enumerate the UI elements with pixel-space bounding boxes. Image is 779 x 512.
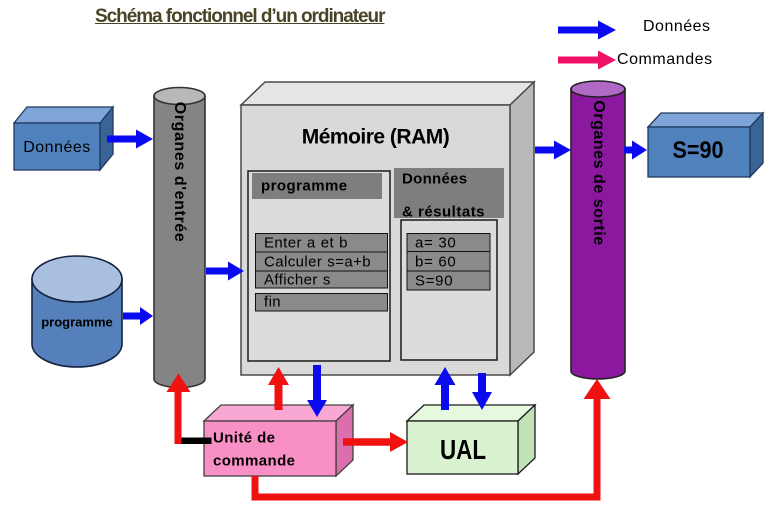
output-organ-label: Organes de sortie [590,100,607,246]
arrow-data-to-input-organ [107,129,153,149]
result-row-3: S=90 [415,272,454,289]
arrow-ram-to-alu [472,373,492,410]
input-organ-label: Organes d'entrée [171,101,188,243]
results-header-line2: & résultats [402,203,486,220]
output-result-label: S=90 [672,137,724,164]
program-row-4: fin [264,293,282,311]
arrow-input-organ-to-ram [206,261,244,281]
input-data-box [12,105,115,172]
control-unit-link-bar [178,437,212,444]
program-rows [255,233,388,312]
program-cylinder-label: programme [41,314,113,330]
result-rows [406,233,491,291]
memory-ram-title: Mémoire (RAM) [301,125,450,148]
arrow-ram-to-control-unit [307,365,327,417]
diagram-title: Schéma fonctionnel d’un ordinateur [95,6,385,27]
program-row-2: Calculer s=a+b [264,253,371,270]
results-panel-header-bar [394,168,504,218]
data-arrows [107,20,647,417]
results-panel [394,168,504,361]
legend-data-arrow [558,20,616,40]
output-result-box [646,111,765,179]
command-arrows [166,367,611,501]
control-unit-label-line2: commande [213,452,296,469]
legend-data-label: Données [643,18,711,35]
result-row-1: a= 30 [415,234,457,251]
control-unit-label-line1: Unité de [213,429,276,446]
program-row-3: Afficher s [264,271,331,288]
result-row-2: b= 60 [415,253,457,270]
output-organ-cylinder [570,80,626,380]
arrow-output-organ-to-result [624,140,647,160]
program-panel-header: programme [261,177,348,195]
arrow-control-unit-to-alu [343,432,408,452]
input-data-box-label: Données [23,139,91,156]
arrow-control-to-input-organ [166,373,191,444]
alu-label: UAL [439,433,487,465]
input-organ-cylinder [153,86,206,389]
program-row-1: Enter a et b [264,234,348,252]
arrow-program-to-input-organ [123,307,153,325]
results-header-line1: Données [402,170,468,187]
arrow-control-unit-to-ram [268,367,289,410]
program-panel [247,170,391,362]
legend-command-arrow [558,50,616,70]
alu-box [405,403,537,476]
program-cylinder [31,255,123,368]
program-panel-header-bar [252,173,382,199]
arrow-alu-to-ram [434,367,456,410]
legend-commands-label: Commandes [617,51,713,68]
arrow-ram-to-output-organ [535,140,571,160]
